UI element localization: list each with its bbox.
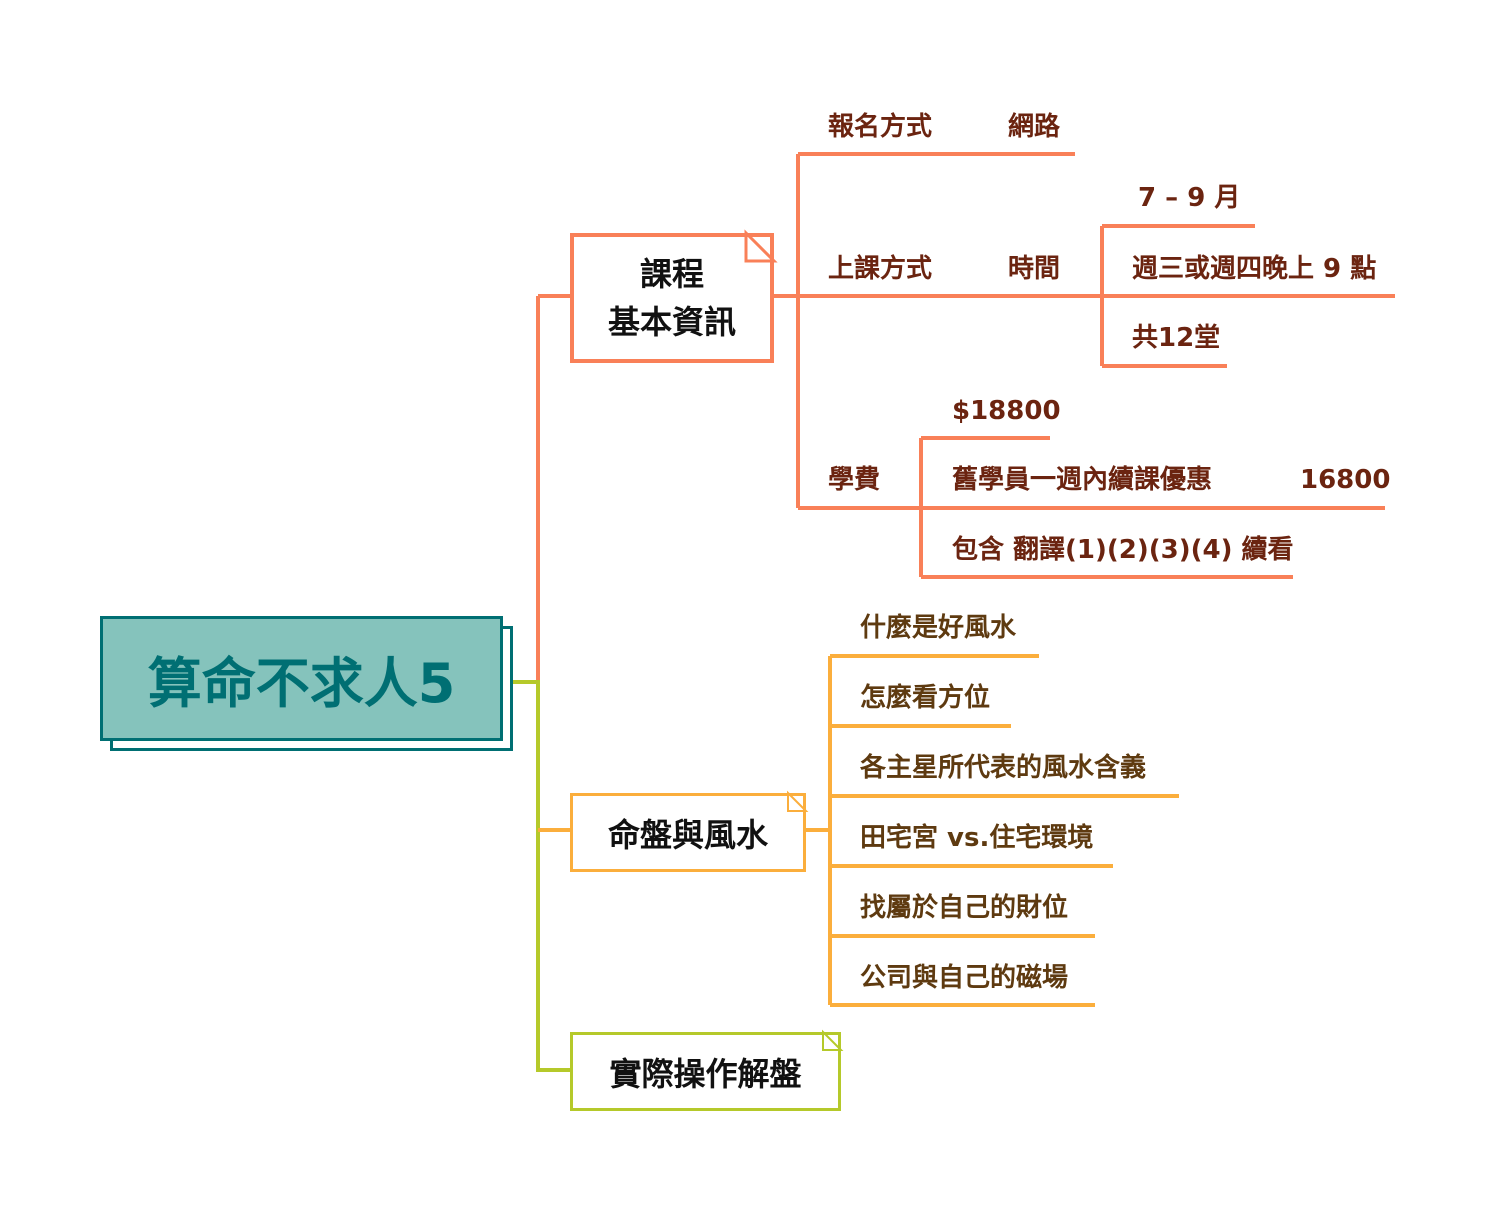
folded-corner-icon [744, 229, 778, 263]
class-months[interactable]: 7 – 9 月 [1138, 183, 1241, 213]
fee-price[interactable]: $18800 [952, 396, 1061, 426]
fee-label[interactable]: 學費 [828, 465, 881, 495]
signup-value[interactable]: 網路 [1008, 112, 1061, 142]
node-title: 命盤與風水 [607, 815, 768, 854]
root-node[interactable]: 算命不求人5 [100, 616, 503, 741]
class-weekday[interactable]: 週三或週四晚上 9 點 [1132, 254, 1377, 284]
signup-label[interactable]: 報名方式 [828, 112, 933, 142]
fengshui-item[interactable]: 找屬於自己的財位 [860, 893, 1069, 923]
node-chart-fengshui[interactable]: 命盤與風水 [570, 793, 806, 872]
node-title-line2: 基本資訊 [607, 303, 736, 341]
fengshui-item[interactable]: 各主星所代表的風水含義 [860, 753, 1147, 783]
node-practice[interactable]: 實際操作解盤 [570, 1032, 841, 1111]
root-title: 算命不求人5 [147, 652, 456, 715]
fee-includes[interactable]: 包含 翻譯(1)(2)(3)(4) 續看 [952, 535, 1294, 565]
node-title: 實際操作解盤 [609, 1054, 802, 1093]
fengshui-item[interactable]: 什麼是好風水 [860, 613, 1017, 643]
class-time-label[interactable]: 時間 [1008, 254, 1061, 284]
fengshui-item[interactable]: 怎麼看方位 [860, 683, 991, 713]
fengshui-item[interactable]: 公司與自己的磁場 [860, 963, 1069, 993]
node-title-line1: 課程 [639, 255, 704, 293]
class-label[interactable]: 上課方式 [828, 254, 933, 284]
class-count[interactable]: 共12堂 [1132, 323, 1221, 353]
node-course-info[interactable]: 課程基本資訊 [570, 233, 774, 363]
fengshui-item[interactable]: 田宅宮 vs.住宅環境 [860, 823, 1094, 853]
fee-discount[interactable]: 舊學員一週內續課優惠 [952, 465, 1213, 495]
fee-discount-price[interactable]: 16800 [1300, 465, 1391, 495]
